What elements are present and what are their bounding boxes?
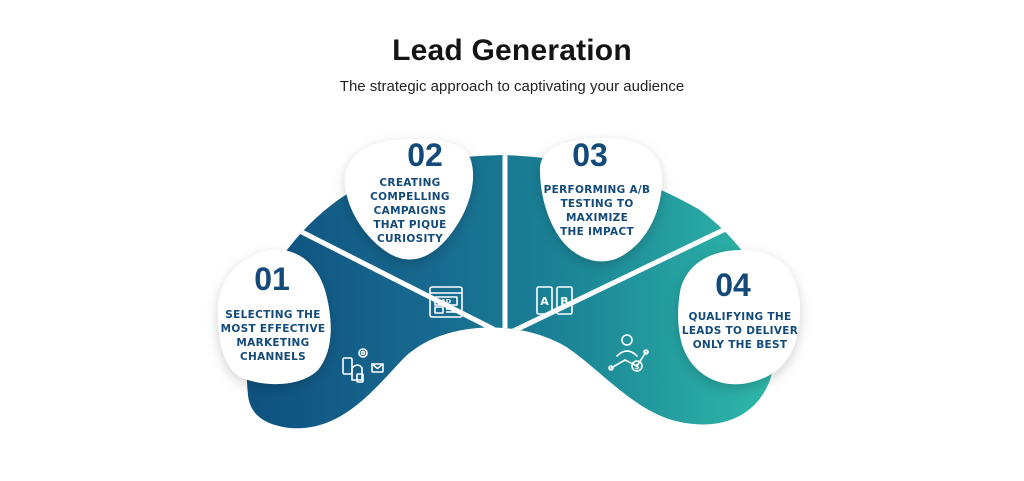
step-text-line: TESTING TO — [560, 198, 633, 210]
step-text-line: CREATING — [379, 177, 440, 189]
step-number: 01 — [254, 261, 290, 297]
step-number: 03 — [572, 137, 608, 173]
step-number: 02 — [407, 137, 443, 173]
step-text-line: CURIOSITY — [377, 233, 443, 245]
step-text-line: THAT PIQUE — [373, 219, 446, 231]
ab-test-icon: A B — [536, 286, 573, 315]
qualified-lead-icon: $ — [608, 334, 649, 372]
step-text-line: PERFORMING A/B — [544, 184, 651, 196]
marketing-channels-icon — [342, 348, 384, 383]
step-card-2: 02 CREATING COMPELLING CAMPAIGNS THAT PI… — [344, 137, 474, 260]
card-shape — [344, 139, 474, 260]
card-shape — [217, 249, 331, 385]
step-text-line: MAXIMIZE — [566, 212, 628, 224]
step-text-line: MOST EFFECTIVE — [221, 323, 326, 335]
ad-browser-icon: AD — [429, 286, 463, 318]
step-text-line: QUALIFYING THE — [689, 311, 792, 323]
svg-text:AD: AD — [441, 298, 452, 306]
page-title: Lead Generation — [392, 34, 632, 67]
step-text-line: THE IMPACT — [560, 226, 634, 238]
step-card-4: 04 QUALIFYING THE LEADS TO DELIVER ONLY … — [678, 250, 800, 385]
svg-text:B: B — [560, 295, 568, 308]
step-number: 04 — [715, 267, 751, 303]
step-text-line: SELECTING THE — [225, 309, 320, 321]
page-subtitle: The strategic approach to captivating yo… — [339, 78, 685, 95]
step-text-line: CHANNELS — [240, 351, 306, 363]
svg-text:A: A — [540, 295, 549, 308]
svg-text:$: $ — [635, 363, 640, 371]
step-text-line: CAMPAIGNS — [374, 205, 447, 217]
step-card-3: 03 PERFORMING A/B TESTING TO MAXIMIZE TH… — [540, 137, 663, 262]
separator-1-2 — [286, 222, 507, 338]
step-text-line: ONLY THE BEST — [693, 339, 788, 351]
step-text-line: COMPELLING — [370, 191, 450, 203]
card-shape — [678, 250, 800, 385]
step-text-line: MARKETING — [236, 337, 309, 349]
step-text-line: LEADS TO DELIVER — [682, 325, 798, 337]
card-shape — [540, 137, 663, 262]
separator-3-4 — [503, 219, 742, 338]
step-card-1: 01 SELECTING THE MOST EFFECTIVE MARKETIN… — [217, 249, 331, 385]
